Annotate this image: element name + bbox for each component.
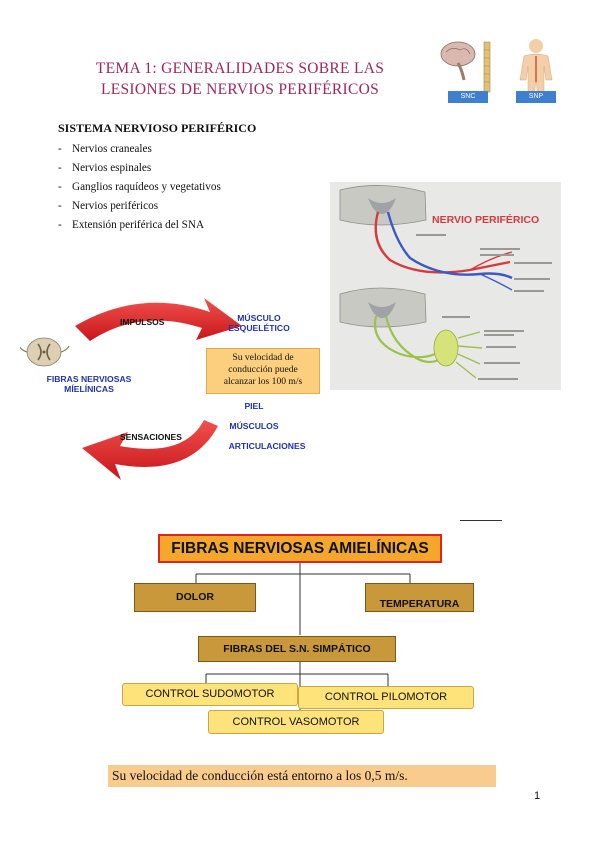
cycle-arrows (18, 286, 320, 486)
simpatico-box: FIBRAS DEL S.N. SIMPÁTICO (198, 636, 396, 662)
sudomotor-box: CONTROL SUDOMOTOR (122, 683, 298, 706)
title-line-1: TEMA 1: GENERALIDADES SOBRE LAS (95, 60, 385, 77)
section-list: -Nervios craneales -Nervios espinales -G… (58, 140, 221, 235)
snp-label: SNP (516, 91, 556, 103)
list-item: -Nervios craneales (58, 143, 152, 155)
musculos-label: MÚSCULOS (229, 421, 279, 431)
speed-box: Su velocidad de conducción puede alcanza… (206, 348, 320, 394)
nerve-figure-title: NERVIO PERIFÉRICO (432, 214, 540, 226)
temperatura-box: TEMPERATURA (365, 583, 474, 612)
section-title: SISTEMA NERVIOSO PERIFÉRICO (58, 121, 257, 135)
pilomotor-box: CONTROL PILOMOTOR (298, 686, 474, 709)
page-title: TEMA 1: GENERALIDADES SOBRE LAS LESIONES… (60, 58, 420, 100)
vasomotor-box: CONTROL VASOMOTOR (208, 710, 384, 734)
page-number: 1 (534, 790, 541, 802)
list-item: -Ganglios raquídeos y vegetativos (58, 181, 221, 193)
title-line-2: LESIONES DE NERVIOS PERIFÉRICOS (100, 81, 380, 98)
piel-label: PIEL (244, 401, 264, 411)
list-item: -Extensión periférica del SNA (58, 219, 205, 231)
nerve-figure (330, 182, 561, 390)
dolor-box: DOLOR (134, 583, 256, 612)
impulsos-label: IMPULSOS (120, 317, 165, 327)
sensaciones-label: SENSACIONES (120, 432, 182, 442)
divider (460, 520, 502, 521)
list-item: -Nervios periféricos (58, 200, 159, 212)
amielinicas-root: FIBRAS NERVIOSAS AMIELÍNICAS (158, 534, 442, 563)
snc-label: SNC (448, 91, 488, 103)
speed-note: Su velocidad de conducción está entorno … (108, 765, 496, 787)
list-item: -Nervios espinales (58, 162, 152, 174)
articulaciones-label: ARTICULACIONES (228, 441, 306, 451)
